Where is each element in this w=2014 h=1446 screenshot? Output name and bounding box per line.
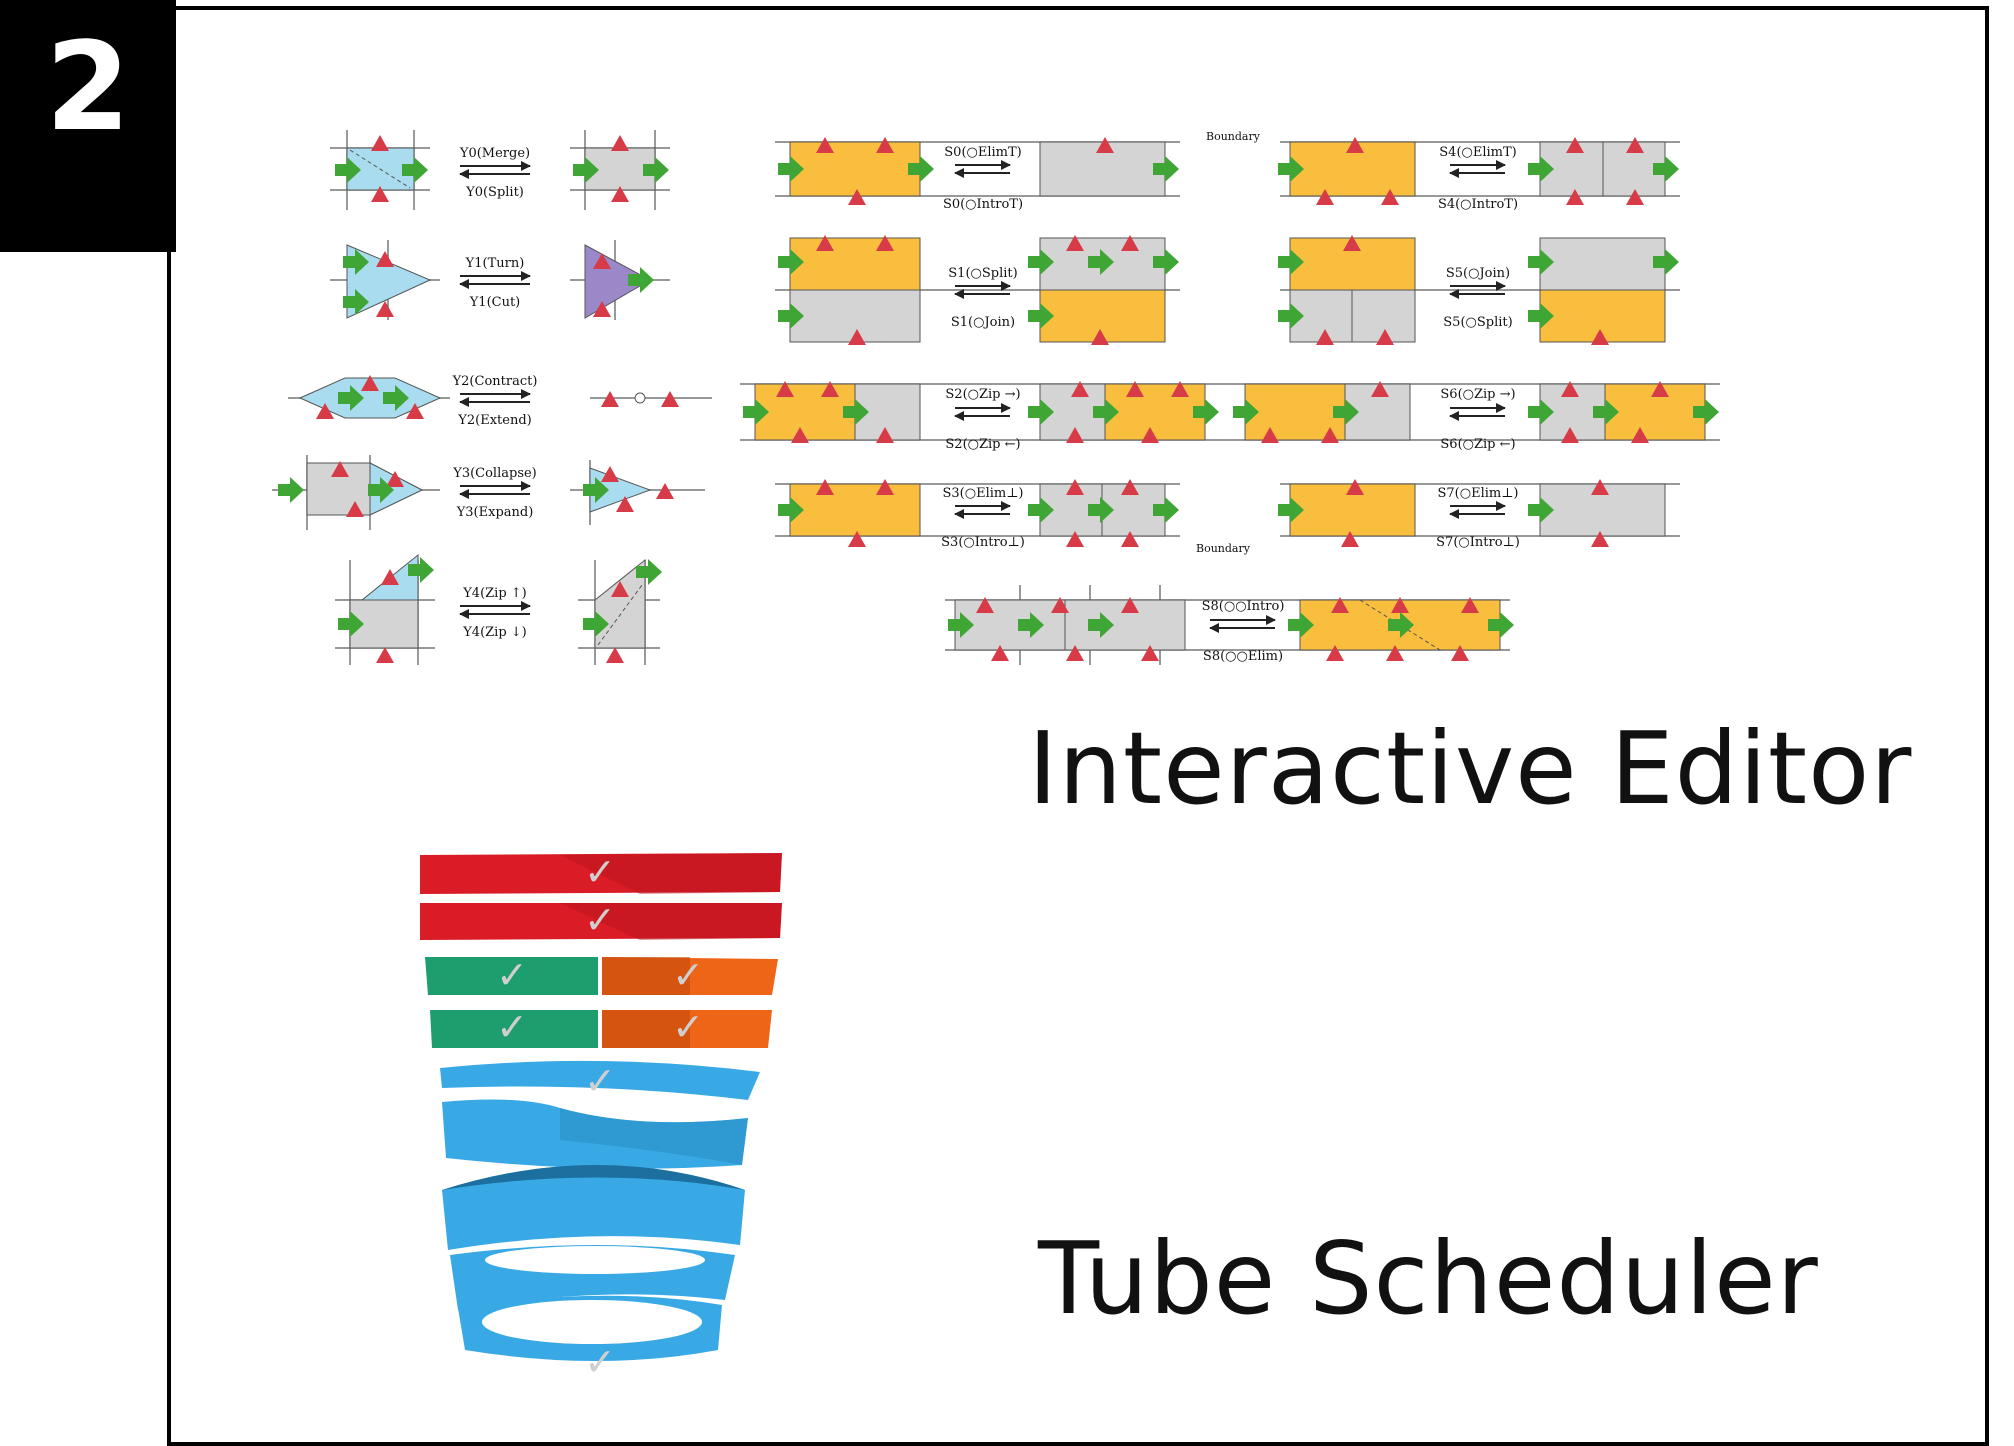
boundary-label-top: Boundary: [1206, 130, 1261, 143]
check-icon: ✓: [584, 1059, 616, 1103]
s2-bottom-label: S2(○Zip ←): [945, 437, 1020, 452]
check-icon: ✓: [496, 1005, 528, 1049]
s0-bottom-label: S0(○IntroT): [943, 197, 1023, 212]
y3-move: [272, 455, 705, 530]
y2-top-label: Y2(Contract): [452, 374, 538, 389]
figure-number: 2: [45, 16, 131, 158]
check-icon: ✓: [672, 953, 704, 997]
s4-bottom-label: S4(○IntroT): [1438, 197, 1518, 212]
s5-top-label: S5(○Join): [1446, 266, 1510, 281]
check-icon: ✓: [584, 898, 616, 942]
check-icon: ✓: [584, 850, 616, 894]
tube-band-green-1: [425, 957, 598, 995]
check-icon: ✓: [672, 1005, 704, 1049]
y4-top-label: Y4(Zip ↑): [462, 586, 527, 601]
s0-top-label: S0(○ElimT): [944, 145, 1021, 160]
y1-bottom-label: Y1(Cut): [469, 295, 521, 310]
y1-move: [330, 240, 670, 320]
s-move-grids: [740, 137, 1720, 665]
tube-band-blue-3: [442, 1165, 745, 1250]
tube-band-red-1: [420, 853, 782, 894]
s6-top-label: S6(○Zip →): [1440, 387, 1515, 402]
s6-bottom-label: S6(○Zip ←): [1440, 437, 1515, 452]
s3-bottom-label: S3(○Intro⊥): [941, 535, 1025, 550]
check-icon: ✓: [584, 1340, 616, 1384]
s2-top-label: S2(○Zip →): [945, 387, 1020, 402]
s7-bottom-label: S7(○Intro⊥): [1436, 535, 1520, 550]
tube-scheduler-label: Tube Scheduler: [1038, 1220, 1819, 1337]
s8-bottom-label: S8(○○Elim): [1203, 649, 1283, 664]
s1-bottom-label: S1(○Join): [951, 315, 1015, 330]
s3-top-label: S3(○Elim⊥): [942, 486, 1023, 501]
figure-number-badge: 2: [0, 0, 176, 252]
tube-stack: [420, 853, 782, 1361]
tube-band-green-2: [430, 1010, 598, 1048]
y2-move: [288, 375, 712, 419]
s5-bottom-label: S5(○Split): [1443, 315, 1512, 330]
y3-top-label: Y3(Collapse): [452, 466, 537, 481]
y4-bottom-label: Y4(Zip ↓): [462, 625, 527, 640]
y0-bottom-label: Y0(Split): [465, 185, 524, 200]
tube-band-blue-1: [440, 1060, 760, 1100]
check-icon: ✓: [496, 953, 528, 997]
s8-top-label: S8(○○Intro): [1202, 599, 1285, 614]
y2-bottom-label: Y2(Extend): [457, 413, 531, 428]
s1-top-label: S1(○Split): [948, 266, 1017, 281]
s4-top-label: S4(○ElimT): [1439, 145, 1516, 160]
y1-top-label: Y1(Turn): [465, 256, 525, 271]
s-move-arrows: [954, 160, 1506, 633]
y3-bottom-label: Y3(Expand): [456, 505, 534, 520]
y0-top-label: Y0(Merge): [459, 146, 530, 161]
tube-band-red-2: [420, 903, 782, 940]
interactive-editor-label: Interactive Editor: [1028, 710, 1913, 827]
y-move-arrows: [459, 161, 531, 619]
boundary-label-bottom: Boundary: [1196, 542, 1251, 555]
y4-move: [335, 553, 662, 665]
s7-top-label: S7(○Elim⊥): [1437, 486, 1518, 501]
y0-move: [330, 130, 670, 210]
